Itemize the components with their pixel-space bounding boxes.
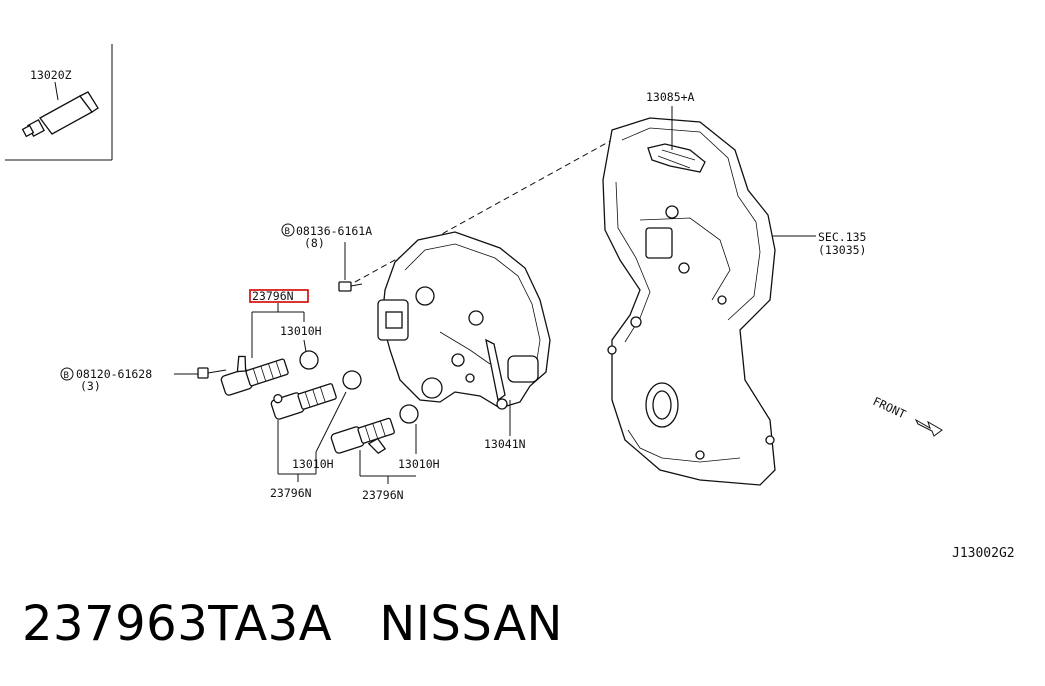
exploded-parts-diagram: 13020Z	[5, 44, 1015, 561]
label-bolt1[interactable]: 08136-6161A	[296, 224, 372, 238]
label-cover[interactable]: 13041N	[484, 437, 526, 451]
highlight-box	[249, 289, 309, 303]
label-valve-top[interactable]: 23796N	[252, 289, 294, 303]
label-bolt2[interactable]: 08120-61628	[76, 367, 152, 381]
label-oring-left[interactable]: 13010H	[292, 457, 334, 471]
alignment-dashed-line	[354, 139, 613, 283]
label-sec[interactable]: SEC.135	[818, 230, 866, 244]
valve-bolt-icon	[197, 367, 227, 379]
label-valve-left[interactable]: 23796N	[270, 486, 312, 500]
svg-text:B: B	[64, 371, 69, 381]
oring-right	[399, 404, 419, 424]
label-ref-code: J13002G2	[952, 546, 1015, 561]
label-gasket[interactable]: 13085+A	[646, 90, 695, 104]
cover-bolt-icon	[338, 281, 363, 292]
label-bolt2-qty: (3)	[80, 379, 101, 393]
solenoid-valve-left	[270, 383, 337, 420]
bolt-marker-2: B	[60, 367, 74, 381]
solenoid-valve-top	[220, 355, 289, 396]
label-bolt1-qty: (8)	[304, 236, 325, 250]
sealant-tube-icon	[21, 91, 99, 138]
caption-part-number: 237963TA3A	[22, 596, 333, 652]
label-sealant[interactable]: 13020Z	[30, 68, 72, 82]
caption: 237963TA3A NISSAN	[22, 596, 563, 652]
label-oring-right[interactable]: 13010H	[398, 457, 440, 471]
solenoid-valve-right	[330, 417, 395, 455]
sealant-inset: 13020Z	[5, 44, 113, 161]
front-arrow-icon	[914, 418, 943, 437]
label-front: FRONT	[871, 394, 908, 421]
label-sec-sub[interactable]: (13035)	[818, 243, 866, 257]
label-oring-top[interactable]: 13010H	[280, 324, 322, 338]
timing-chain-case	[602, 117, 776, 486]
oring-top	[299, 350, 319, 370]
caption-brand: NISSAN	[379, 596, 563, 652]
label-valve-right[interactable]: 23796N	[362, 488, 404, 502]
oring-left	[342, 370, 362, 390]
front-cover-assembly	[377, 231, 551, 410]
svg-text:B: B	[285, 227, 290, 237]
bolt-marker-1: B	[281, 223, 295, 237]
